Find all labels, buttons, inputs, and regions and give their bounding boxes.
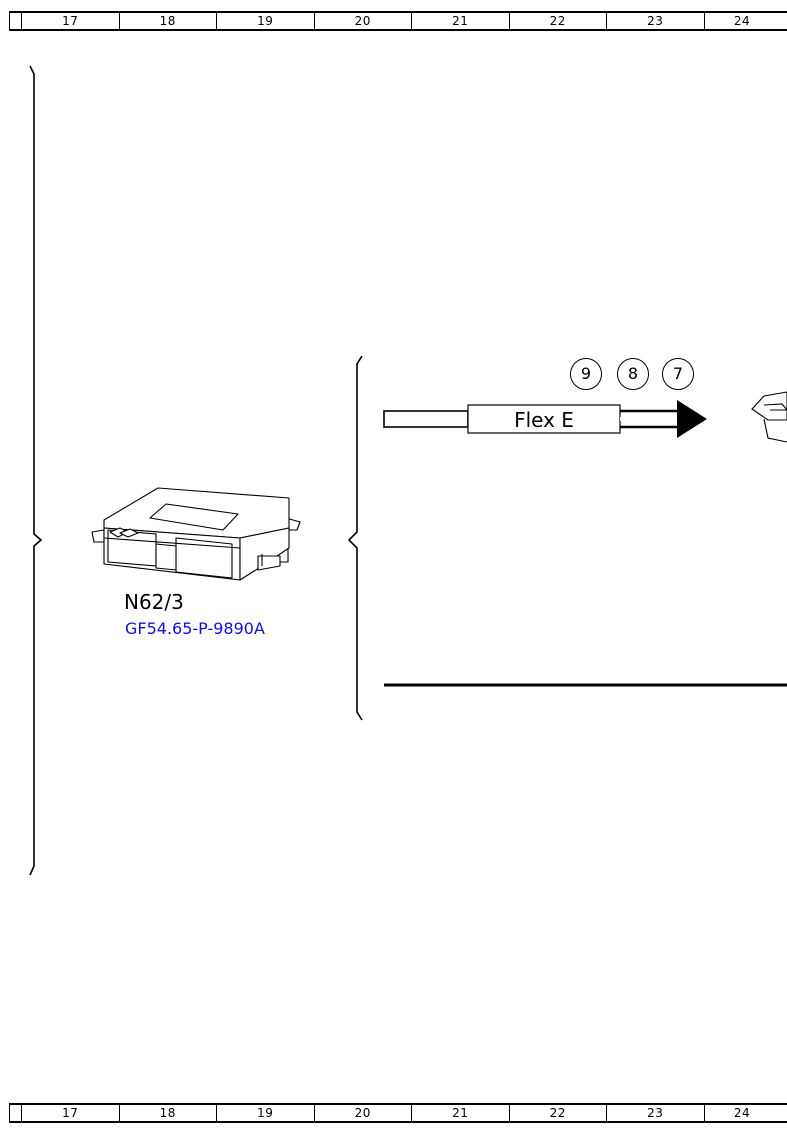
pin-callout-7: 7 [662, 358, 694, 390]
bus-harness-left [383, 410, 469, 428]
ruler-column-24: 24 [733, 1106, 751, 1120]
component-reference-link[interactable]: GF54.65-P-9890A [125, 619, 265, 638]
pin-callout-8: 8 [617, 358, 649, 390]
ruler-column-24: 24 [733, 14, 751, 28]
ruler-lead-cell [9, 1105, 22, 1121]
ruler-column-21: 21 [412, 1105, 510, 1121]
bus-direction-arrow [677, 400, 707, 438]
partial-connector-icon [751, 391, 787, 443]
ruler-column-18: 18 [120, 1105, 217, 1121]
component-designation: N62/3 [124, 590, 184, 614]
ruler-column-21: 21 [412, 13, 510, 29]
left-group-brace [29, 65, 43, 876]
ruler-column-20: 20 [315, 13, 412, 29]
flex-e-label-box [467, 404, 621, 434]
ruler-column-19: 19 [217, 13, 315, 29]
ruler-column-20: 20 [315, 1105, 412, 1121]
bus-group-brace [347, 355, 363, 721]
ruler-column-23: 23 [607, 1105, 705, 1121]
ruler-column-22: 22 [510, 13, 607, 29]
ruler-column-23: 23 [607, 13, 705, 29]
ruler-column-22: 22 [510, 1105, 607, 1121]
ruler-lead-cell [9, 13, 22, 29]
ruler-column-19: 19 [217, 1105, 315, 1121]
bus-name-label: Flex E [514, 408, 574, 432]
pin-callout-9: 9 [570, 358, 602, 390]
bottom-column-ruler: 17 18 19 20 21 22 23 24 [9, 1103, 787, 1123]
top-column-ruler: 17 18 19 20 21 22 23 24 [9, 11, 787, 31]
flex-e-bus [383, 400, 707, 438]
control-unit-icon [91, 487, 301, 581]
ruler-column-17: 17 [22, 13, 120, 29]
ruler-column-17: 17 [22, 1105, 120, 1121]
ruler-column-18: 18 [120, 13, 217, 29]
